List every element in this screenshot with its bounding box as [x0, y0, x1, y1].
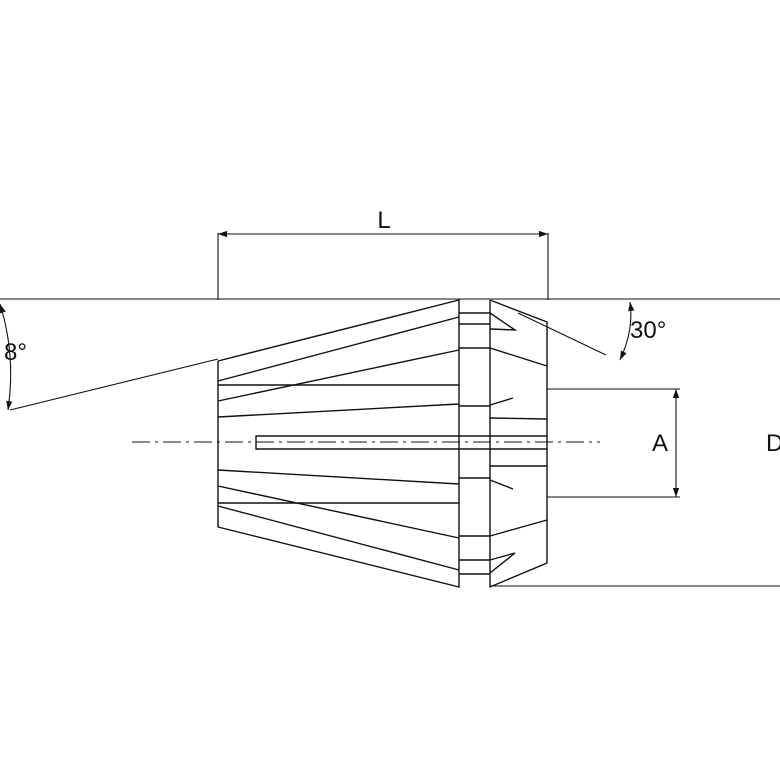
neck — [459, 312, 490, 575]
taper-angle-dimension: 8° — [0, 303, 219, 411]
front-angle-label: 30° — [630, 317, 666, 344]
rear-slots — [217, 316, 460, 571]
extension-lines — [0, 233, 780, 587]
front-slots — [489, 312, 548, 574]
center-slot — [255, 435, 547, 450]
bore-label: A — [652, 430, 668, 457]
outer-diameter-label: D — [766, 430, 780, 457]
taper-angle-label: 8° — [4, 339, 27, 366]
front-angle-dimension: 30° — [517, 301, 666, 361]
length-label: L — [377, 207, 390, 234]
dimension-bore: A — [652, 389, 680, 497]
collet-body — [217, 299, 548, 589]
dimension-length: L — [218, 207, 548, 238]
